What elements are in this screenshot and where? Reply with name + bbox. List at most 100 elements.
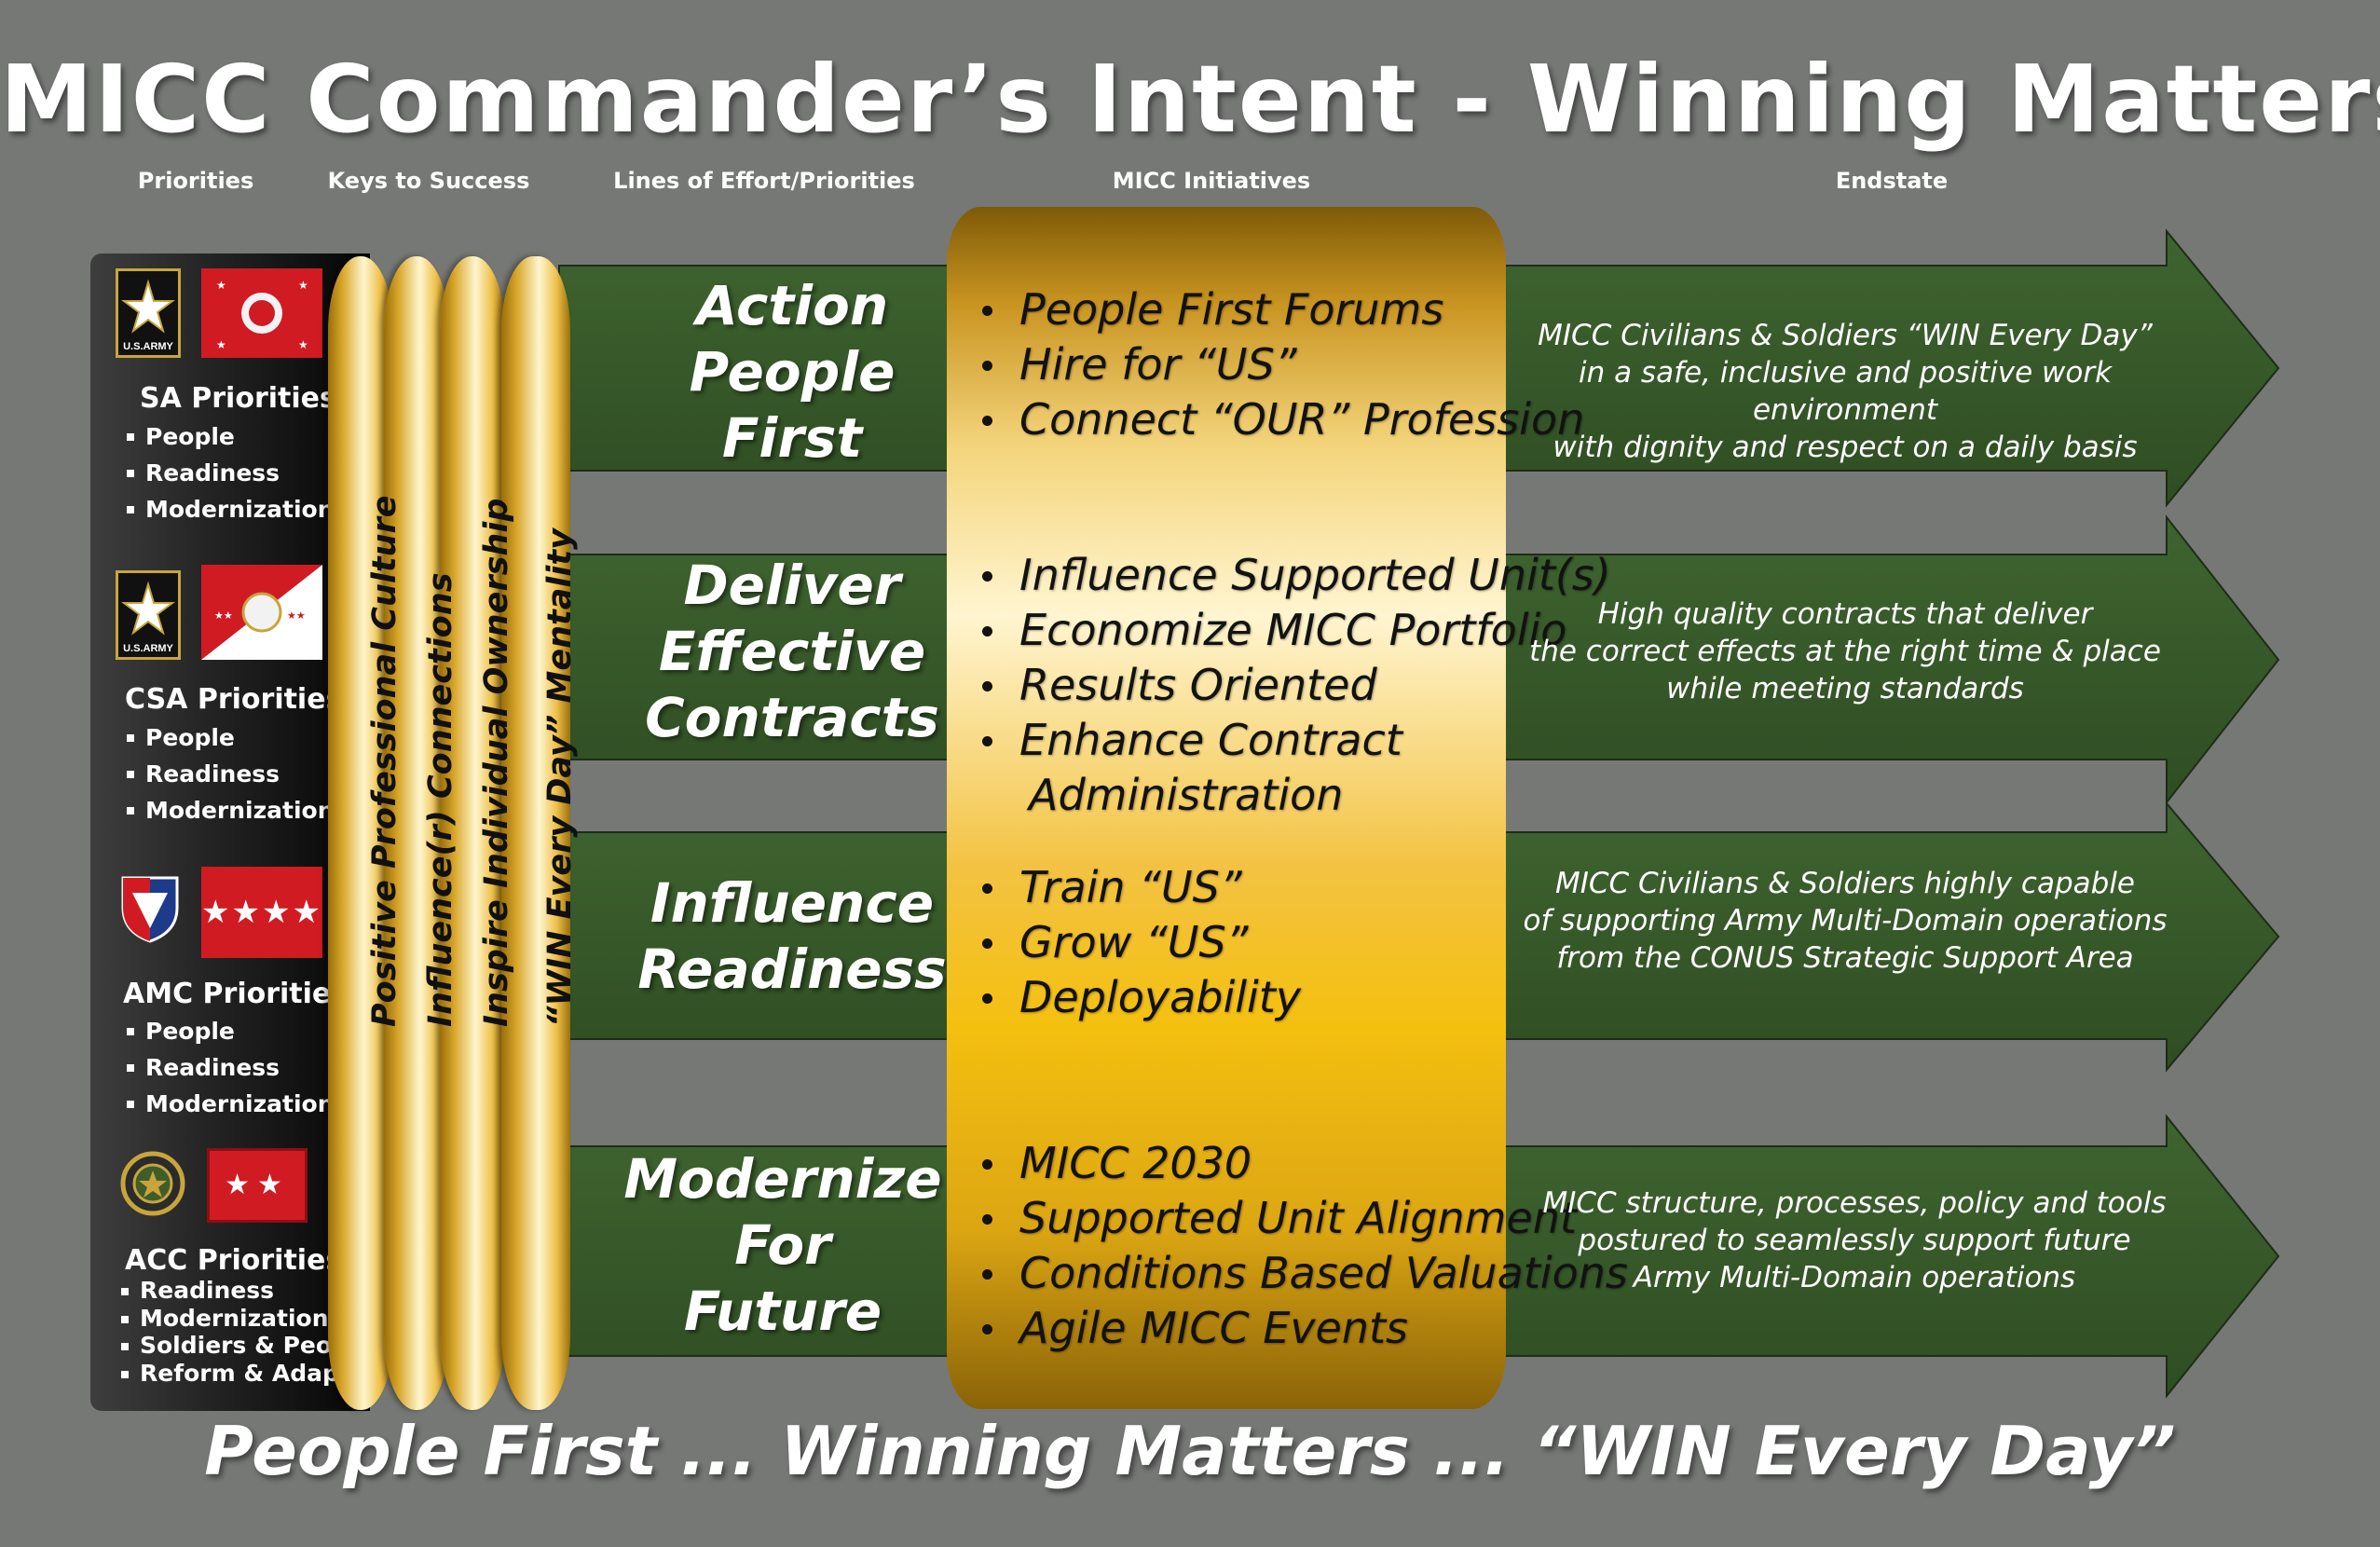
key-influencer-connections: Influence(r) Connections bbox=[422, 572, 459, 1027]
list-item: People bbox=[125, 719, 335, 756]
page-title: MICC Commander’s Intent - Winning Matter… bbox=[0, 45, 2380, 154]
loe-line: People bbox=[689, 340, 896, 404]
us-army-logo: U.S.ARMY bbox=[116, 268, 181, 358]
sa-flag: ★ ★ ★ ★ bbox=[201, 268, 322, 358]
list-item: Hire for “US” bbox=[978, 337, 1584, 392]
header-priorities: Priorities bbox=[137, 168, 254, 194]
loe-line: Deliver bbox=[683, 554, 901, 617]
endstate-line: MICC Civilians & Soldiers highly capable bbox=[1555, 867, 2135, 900]
line-of-effort-action-people-first: Action People First bbox=[610, 273, 974, 472]
list-item: Readiness bbox=[119, 1277, 372, 1305]
svg-text:★★: ★★ bbox=[287, 609, 306, 622]
initiative-continuation: Administration bbox=[1029, 770, 1344, 820]
endstate-line: of supporting Army Multi-Domain operatio… bbox=[1523, 904, 2168, 938]
eagle-seal-icon: ★ ★ ★ ★ bbox=[216, 279, 308, 351]
acc-insignia-logo bbox=[119, 1150, 186, 1217]
list-item: Modernization bbox=[125, 491, 335, 527]
endstate-line: the correct effects at the right time & … bbox=[1529, 635, 2161, 668]
line-of-effort-modernize-for-future: Modernize For Future bbox=[601, 1146, 964, 1345]
svg-text:★: ★ bbox=[216, 279, 226, 292]
ribbon-influencer-connections bbox=[384, 256, 449, 1410]
list-item: Conditions Based Valuations bbox=[978, 1246, 1628, 1301]
list-item: Deployability bbox=[978, 970, 1301, 1025]
endstate-deliver-effective-contracts: High quality contracts that deliver the … bbox=[1519, 596, 2171, 707]
csa-flag-icon: ★★ ★★ bbox=[201, 565, 322, 660]
loe-line: Future bbox=[683, 1280, 882, 1343]
csa-priorities-title: CSA Priorities bbox=[125, 683, 343, 716]
endstate-line: Army Multi-Domain operations bbox=[1633, 1261, 2076, 1294]
acc-two-star-flag: ★★ bbox=[207, 1148, 308, 1223]
sa-priorities-title: SA Priorities bbox=[140, 382, 336, 415]
svg-text:★: ★ bbox=[298, 338, 308, 351]
initiatives-deliver-effective-contracts: Influence Supported Unit(s) Economize MI… bbox=[978, 548, 1611, 768]
loe-line: Action bbox=[695, 274, 889, 337]
loe-line: First bbox=[721, 406, 863, 470]
list-item: Supported Unit Alignment bbox=[978, 1191, 1628, 1246]
list-item: Influence Supported Unit(s) bbox=[978, 548, 1611, 603]
endstate-line: with dignity and respect on a daily basi… bbox=[1552, 431, 2138, 464]
endstate-line: while meeting standards bbox=[1666, 672, 2024, 705]
line-of-effort-deliver-effective-contracts: Deliver Effective Contracts bbox=[610, 553, 974, 751]
list-item: Reform & Adapt bbox=[119, 1360, 372, 1388]
svg-text:★: ★ bbox=[298, 279, 308, 292]
list-item: People bbox=[125, 1013, 335, 1049]
endstate-modernize-for-future: MICC structure, processes, policy and to… bbox=[1528, 1184, 2181, 1296]
list-item: Modernization bbox=[125, 1086, 335, 1122]
endstate-line: MICC structure, processes, policy and to… bbox=[1542, 1186, 2167, 1220]
csa-flag: ★★ ★★ bbox=[201, 565, 322, 660]
shield-icon bbox=[121, 876, 179, 943]
list-item: Connect “OUR” Profession bbox=[978, 392, 1584, 447]
list-item: Train “US” bbox=[978, 860, 1301, 915]
endstate-action-people-first: MICC Civilians & Soldiers “WIN Every Day… bbox=[1519, 317, 2171, 466]
footer-slogan: People First ... Winning Matters ... “WI… bbox=[204, 1412, 2176, 1490]
list-item: Readiness bbox=[125, 1049, 335, 1086]
amc-priorities-title: AMC Priorities bbox=[123, 978, 349, 1010]
list-item: Modernization bbox=[125, 792, 335, 828]
endstate-line: postured to seamlessly support future bbox=[1578, 1224, 2131, 1257]
header-endstate: Endstate bbox=[1835, 168, 1949, 194]
svg-text:U.S.ARMY: U.S.ARMY bbox=[123, 643, 173, 654]
list-item: Results Oriented bbox=[978, 658, 1611, 713]
ribbon-win-every-day-mentality bbox=[501, 256, 570, 1410]
list-item: Agile MICC Events bbox=[978, 1301, 1628, 1356]
endstate-line: High quality contracts that deliver bbox=[1597, 597, 2093, 631]
initiatives-modernize-for-future: MICC 2030 Supported Unit Alignment Condi… bbox=[978, 1136, 1628, 1356]
list-item: Readiness bbox=[125, 756, 335, 792]
loe-line: For bbox=[734, 1213, 831, 1277]
endstate-line: MICC Civilians & Soldiers “WIN Every Day… bbox=[1538, 319, 2153, 352]
svg-text:U.S.ARMY: U.S.ARMY bbox=[123, 341, 173, 352]
endstate-line: from the CONUS Strategic Support Area bbox=[1556, 941, 2134, 975]
us-army-logo: U.S.ARMY bbox=[116, 570, 181, 660]
header-keys-to-success: Keys to Success bbox=[327, 168, 530, 194]
list-item: People bbox=[125, 418, 335, 455]
amc-shield-logo bbox=[119, 874, 181, 943]
star-icon: U.S.ARMY bbox=[121, 581, 175, 654]
csa-priorities-list: People Readiness Modernization bbox=[125, 719, 335, 828]
list-item: Enhance Contract bbox=[978, 713, 1611, 768]
sa-priorities-list: People Readiness Modernization bbox=[125, 418, 335, 527]
acc-insignia-icon bbox=[120, 1151, 185, 1216]
loe-line: Readiness bbox=[637, 938, 947, 1001]
micc-initiatives-column bbox=[947, 207, 1506, 1409]
loe-line: Effective bbox=[658, 620, 926, 683]
list-item: Grow “US” bbox=[978, 915, 1301, 970]
loe-line: Influence bbox=[650, 871, 935, 935]
list-item: People First Forums bbox=[978, 282, 1584, 337]
ribbon-inspire-individual-ownership bbox=[440, 256, 505, 1410]
key-positive-professional-culture: Positive Professional Culture bbox=[366, 495, 404, 1027]
ribbon-positive-professional-culture bbox=[328, 256, 393, 1410]
list-item: Modernization bbox=[119, 1305, 372, 1333]
endstate-influence-readiness: MICC Civilians & Soldiers highly capable… bbox=[1519, 865, 2171, 977]
endstate-line: in a safe, inclusive and positive work e… bbox=[1578, 356, 2113, 427]
loe-line: Modernize bbox=[623, 1147, 942, 1211]
initiatives-action-people-first: People First Forums Hire for “US” Connec… bbox=[978, 282, 1584, 447]
list-item: Readiness bbox=[125, 455, 335, 491]
amc-priorities-list: People Readiness Modernization bbox=[125, 1013, 335, 1122]
header-micc-initiatives: MICC Initiatives bbox=[1112, 168, 1311, 194]
key-inspire-individual-ownership: Inspire Individual Ownership bbox=[478, 498, 515, 1027]
header-lines-of-effort: Lines of Effort/Priorities bbox=[613, 168, 915, 194]
acc-priorities-title: ACC Priorities bbox=[125, 1244, 343, 1277]
svg-text:★: ★ bbox=[216, 338, 226, 351]
line-of-effort-influence-readiness: Influence Readiness bbox=[610, 870, 974, 1003]
list-item: MICC 2030 bbox=[978, 1136, 1628, 1191]
